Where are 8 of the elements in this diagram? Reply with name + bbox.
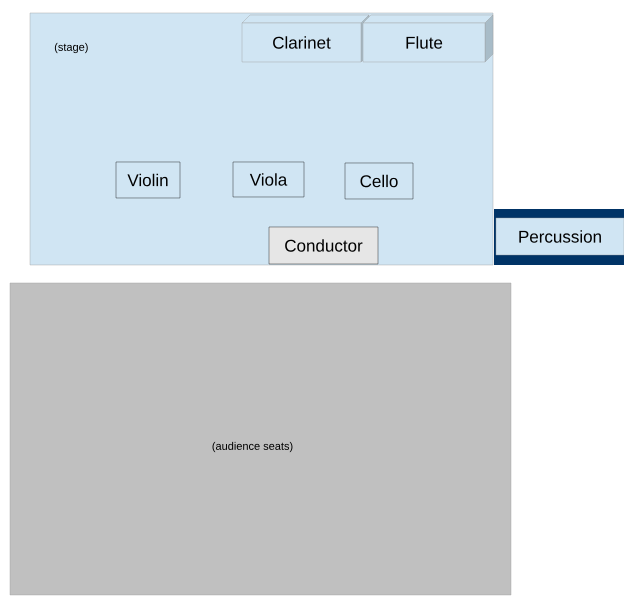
audience-area: (audience seats) bbox=[10, 282, 512, 596]
instrument-box: Percussion bbox=[494, 209, 624, 265]
instrument-box: Cello bbox=[344, 162, 414, 200]
instrument-block: Clarinet bbox=[242, 14, 370, 62]
instrument-block: Flute bbox=[362, 14, 494, 62]
conductor-box: Conductor bbox=[268, 226, 378, 264]
instrument-box: Violin bbox=[116, 162, 180, 198]
instrument-box: Viola bbox=[232, 162, 304, 198]
